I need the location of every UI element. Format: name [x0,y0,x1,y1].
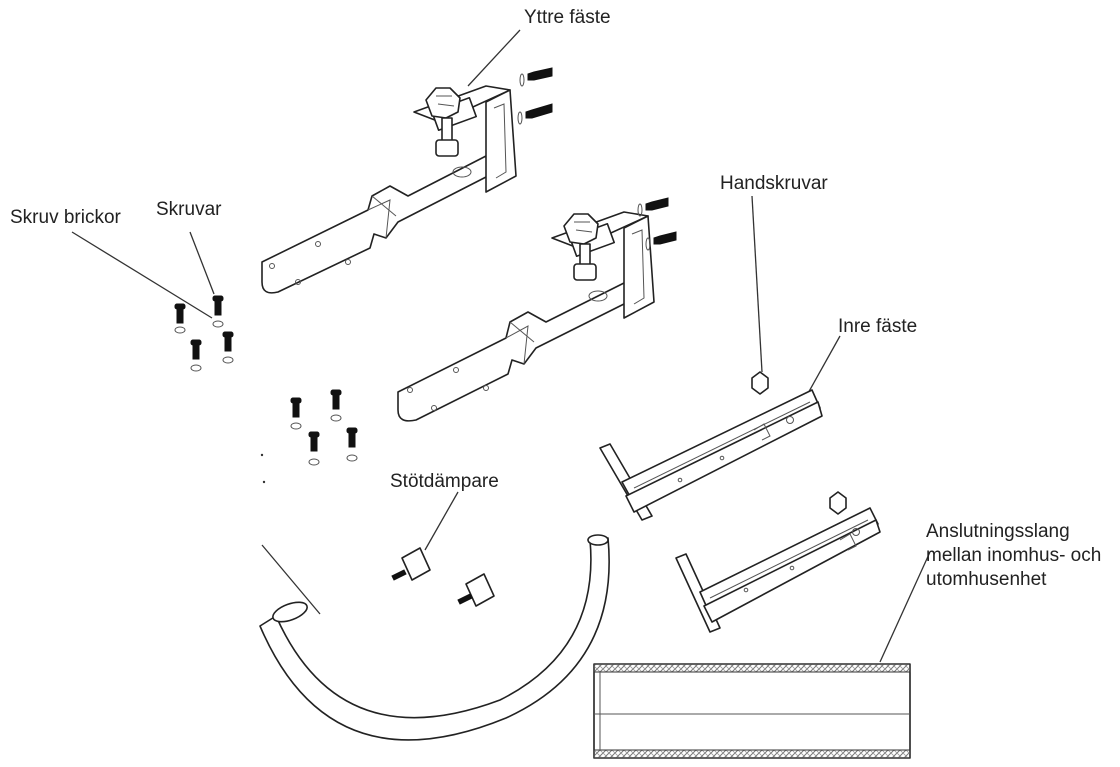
label-screws: Skruvar [156,199,222,220]
shock-absorbers [391,547,495,607]
label-outer-bracket: Yttre fäste [524,7,611,28]
outer-bracket-upper [261,67,553,294]
label-shock-absorber: Stötdämpare [390,471,499,492]
leader-hose [879,551,931,663]
curved-drain-pipe [259,534,610,741]
label-hose: Anslutningsslang mellan inomhus- och uto… [926,520,1101,591]
leader-curved-pipe [261,544,321,615]
label-inner-bracket: Inre fäste [838,316,918,337]
connection-hose [593,663,911,759]
leader-shock-absorber [424,491,459,551]
screws-left-group [174,295,234,372]
inner-bracket-upper [599,371,823,521]
inner-bracket-lower [675,491,881,633]
label-hose-line3: utomhusenhet [926,568,1047,590]
label-hose-line2: mellan inomhus- och [926,544,1102,566]
label-hand-screws: Handskruvar [720,173,828,194]
leader-lines [71,29,931,663]
label-hose-line1: Anslutningsslang [926,521,1070,542]
label-screw-washers: Skruv brickor [10,207,121,228]
leader-outer-bracket [467,29,521,87]
leader-screws [189,231,215,295]
screws-middle-group [290,389,358,466]
outer-bracket-lower [397,197,677,422]
leader-hand-screws [751,195,763,373]
leader-screw-washers [71,231,213,319]
